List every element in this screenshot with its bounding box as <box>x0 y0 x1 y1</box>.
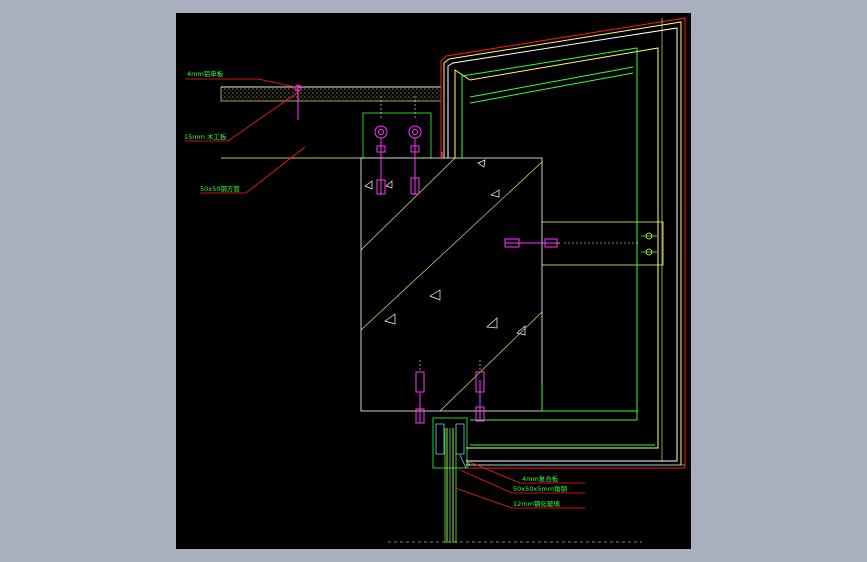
label-glass: 12mm钢化玻璃 <box>513 499 560 508</box>
frame-outline <box>440 17 686 469</box>
guide-lines <box>380 95 640 372</box>
label-aluminum-frame: 50x50x5mm角钢 <box>513 484 568 493</box>
leader-lines <box>185 78 585 509</box>
label-wood-board: 15mm 木工板 <box>184 132 227 141</box>
label-steel-tube: 50x50钢方管 <box>200 184 240 193</box>
side-bracket <box>542 221 664 266</box>
bracket-bolts <box>641 232 657 256</box>
concrete-beam <box>360 157 543 412</box>
ceiling-panel <box>220 86 442 102</box>
drawing-canvas[interactable]: 4mm铝单板 15mm 木工板 50x50钢方管 4mm复合板 50x50x5m… <box>176 13 691 549</box>
glass-mullion <box>432 417 685 543</box>
label-composite-panel: 4mm复合板 <box>522 474 559 483</box>
mounting-bracket <box>362 112 432 159</box>
anchor-bolts <box>294 84 558 424</box>
label-aluminum-panel: 4mm铝单板 <box>187 69 224 78</box>
section-drawing: 4mm铝单板 15mm 木工板 50x50钢方管 4mm复合板 50x50x5m… <box>184 17 686 543</box>
